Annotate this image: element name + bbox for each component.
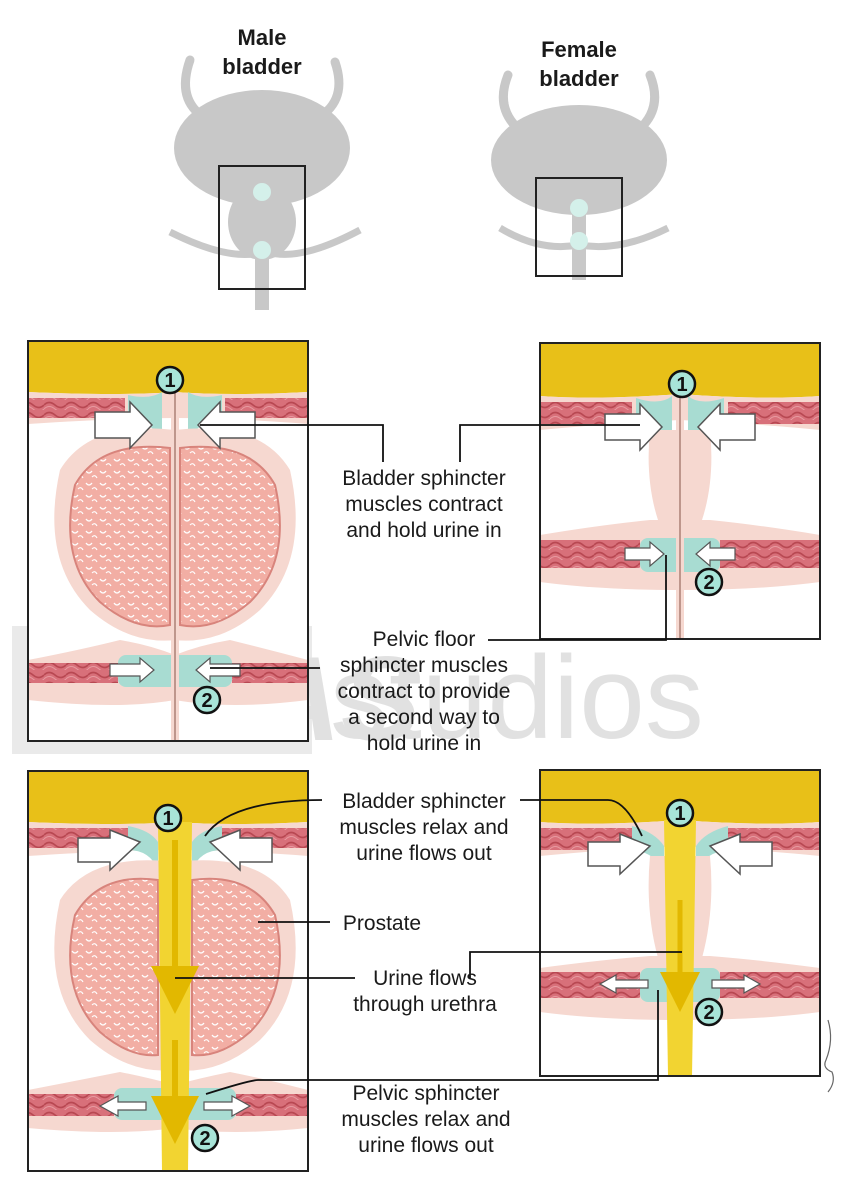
male-title-line2: bladder (222, 54, 302, 79)
svg-text:1: 1 (676, 374, 687, 396)
marker-2-male-top: 2 (192, 685, 222, 715)
male-relaxed-frame (27, 770, 309, 1172)
female-relaxed-frame (539, 769, 821, 1077)
male-bladder-overview (168, 55, 362, 310)
male-zoom-box (218, 165, 306, 290)
svg-text:and hold urine in: and hold urine in (346, 519, 501, 542)
svg-text:muscles relax and: muscles relax and (339, 816, 508, 839)
male-title-line1: Male (238, 25, 287, 50)
svg-text:muscles relax and: muscles relax and (341, 1108, 510, 1131)
label-bladder-sphincter-relax: Bladder sphincter muscles relax and urin… (339, 790, 508, 865)
svg-text:2: 2 (703, 572, 714, 594)
watermark-word: studios (330, 632, 704, 764)
label-prostate: Prostate (343, 912, 421, 935)
label-bladder-sphincter-contract: Bladder sphincter muscles contract and h… (342, 467, 505, 542)
male-contracted-frame (27, 340, 309, 742)
marker-1-male-top: 1 (155, 365, 185, 395)
svg-text:urine flows out: urine flows out (358, 1134, 494, 1157)
male-contracted-panel (27, 340, 309, 742)
female-contracted-frame (539, 342, 821, 640)
svg-text:Pelvic sphincter: Pelvic sphincter (352, 1082, 499, 1105)
marker-1-female-bottom: 1 (665, 798, 695, 828)
svg-text:through urethra: through urethra (353, 993, 497, 1016)
marker-2-female-top: 2 (694, 567, 724, 597)
svg-text:hold urine in: hold urine in (367, 732, 481, 755)
svg-text:1: 1 (162, 808, 173, 830)
label-pelvic-floor-contract: Pelvic floor sphincter muscles contract … (338, 628, 511, 755)
female-bladder-overview (491, 70, 670, 280)
svg-text:Pelvic floor: Pelvic floor (373, 628, 476, 651)
svg-text:2: 2 (199, 1128, 210, 1150)
svg-text:contract to provide: contract to provide (338, 680, 511, 703)
svg-text:Bladder sphincter: Bladder sphincter (342, 790, 505, 813)
svg-text:a second way to: a second way to (348, 706, 500, 729)
female-zoom-box (535, 177, 623, 277)
contract-arrow-left (94, 400, 154, 450)
artist-signature (824, 1019, 834, 1093)
marker-2-female-bottom: 2 (694, 997, 724, 1027)
svg-text:1: 1 (164, 370, 175, 392)
svg-text:1: 1 (674, 803, 685, 825)
svg-text:2: 2 (703, 1002, 714, 1024)
label-pelvic-sphincter-relax: Pelvic sphincter muscles relax and urine… (341, 1082, 510, 1157)
male-relaxed-panel (27, 770, 309, 1172)
female-title-line2: bladder (539, 66, 619, 91)
marker-1-male-bottom: 1 (153, 803, 183, 833)
label-urine-flows: Urine flows through urethra (353, 967, 497, 1016)
svg-text:2: 2 (201, 690, 212, 712)
female-relaxed-panel (539, 769, 821, 1077)
svg-text:Prostate: Prostate (343, 912, 421, 935)
svg-text:Bladder sphincter: Bladder sphincter (342, 467, 505, 490)
svg-text:sphincter muscles: sphincter muscles (340, 654, 508, 677)
leader-lines (175, 424, 682, 1095)
svg-text:muscles contract: muscles contract (345, 493, 503, 516)
svg-text:Urine flows: Urine flows (373, 967, 477, 990)
female-bladder-shape (491, 105, 667, 215)
marker-2-male-bottom: 2 (190, 1123, 220, 1153)
female-title-line1: Female (541, 37, 617, 62)
svg-text:urine flows out: urine flows out (356, 842, 492, 865)
male-prostate-shape (228, 184, 296, 260)
marker-1-female-top: 1 (667, 369, 697, 399)
